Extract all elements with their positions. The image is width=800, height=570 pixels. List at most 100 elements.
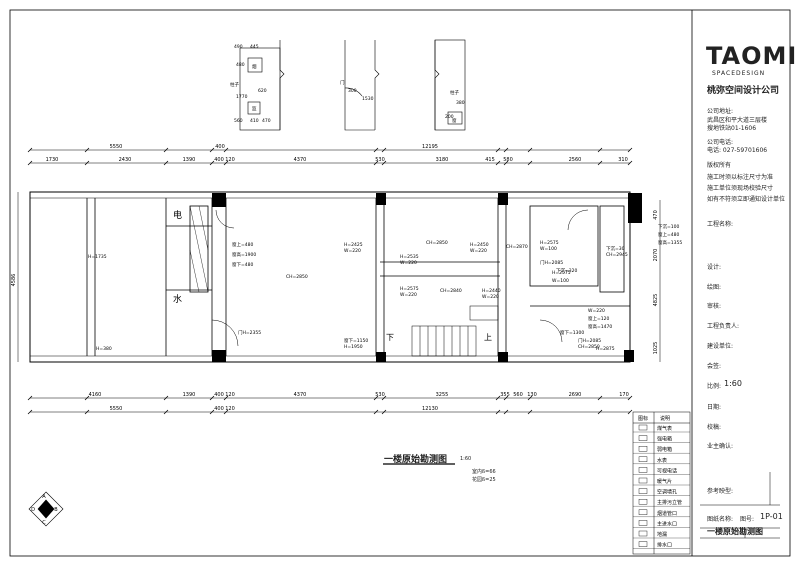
plan-annotation: 窗下=1300 [560, 329, 584, 336]
legend-item-label: 水表 [657, 457, 667, 464]
sign-field[interactable]: 会签: [707, 363, 722, 370]
detail-sketch-label: 1770 [236, 94, 248, 100]
proofread-field[interactable]: 校稿: [707, 424, 722, 431]
legend-symbol-icon [638, 520, 648, 526]
dimension-tick [223, 147, 229, 153]
detail-sketch-label: 200 [445, 114, 454, 120]
dimension-tick [163, 409, 169, 415]
top-detail-dimension-label: 3180 [436, 157, 449, 163]
detail-sketch-label: 窗 [452, 117, 457, 124]
dimension-tick [381, 395, 387, 401]
legend-symbol-icon [638, 467, 648, 473]
plan-annotation: H=2575 [540, 240, 559, 246]
plan-annotation: 下沉=30 [606, 245, 625, 252]
rights-line-2: 施工单位须现场校验尺寸 [707, 185, 774, 192]
legend-symbol-icon [638, 424, 648, 431]
plan-annotation: H=2875 [596, 346, 615, 352]
rights-line-1: 施工时须以标注尺寸为准 [707, 174, 774, 181]
plan-annotation: W=220 [400, 292, 417, 298]
dimension-tick [209, 147, 215, 153]
dimension-tick [503, 409, 509, 415]
plan-annotation: CH=2850 [426, 240, 448, 246]
legend-symbol-icon [638, 488, 648, 494]
top-detail-dimension-label: 4370 [294, 157, 307, 163]
structural-columns [212, 193, 642, 362]
dimension-tick [84, 395, 90, 401]
dimension-tick [495, 395, 501, 401]
plan-annotation: CH=2870 [506, 244, 528, 250]
detail-sketch-label: 300 [348, 88, 357, 94]
plan-annotation: H=2575 [552, 270, 571, 276]
dimension-tick [503, 395, 509, 401]
plan-annotation: 窗高=1470 [588, 323, 612, 330]
drawing-field[interactable]: 绘图: [707, 284, 722, 291]
top-detail-dimension-label: 400 [214, 157, 224, 163]
detail-sketch-right [434, 39, 466, 131]
rights-line-3: 如有不符须立即通知设计单位 [707, 196, 786, 203]
legend-item-label: 可视电话 [657, 467, 677, 474]
dimension-tick [209, 160, 215, 166]
dimension-tick [527, 160, 533, 166]
top-dimension-label: 5550 [110, 144, 123, 150]
design-field[interactable]: 设计: [707, 264, 722, 271]
bottom-detail-dimension-label: 1390 [183, 392, 196, 398]
date-field[interactable]: 日期: [707, 404, 722, 411]
manager-field[interactable]: 工程负责人: [707, 323, 740, 330]
builder-field[interactable]: 建设单位: [707, 343, 734, 350]
plan-annotation: W=220 [400, 260, 417, 266]
plan-annotation: W=220 [470, 248, 487, 254]
bottom-detail-dimension-label: 130 [527, 392, 537, 398]
detail-sketch-label: 480 [236, 62, 245, 68]
review-field[interactable]: 审核: [707, 303, 722, 310]
compass-letter: D [31, 507, 35, 513]
top-detail-dimension-label: 2430 [119, 157, 132, 163]
dimension-tick [503, 160, 509, 166]
plan-annotation: 窗上=120 [588, 315, 609, 322]
plan-annotation: CH=2840 [440, 288, 462, 294]
bottom-detail-dimension-label: 4160 [89, 392, 102, 398]
dimension-tick [495, 147, 501, 153]
room-label-electric: 电 [173, 209, 182, 221]
top-detail-dimension-label: 1730 [46, 157, 59, 163]
detail-sketch-label: 柱子 [230, 81, 239, 88]
dimension-tick [163, 395, 169, 401]
legend-item-label: 主进水口 [657, 520, 677, 527]
plan-annotation: 窗高=1900 [232, 251, 256, 258]
owner-confirm-field[interactable]: 业主确认: [707, 443, 734, 450]
plan-annotation: 窗高=1355 [658, 239, 682, 246]
detail-sketch-label: 470 [262, 118, 271, 124]
legend-item-label: 弱电箱 [657, 446, 672, 453]
top-detail-dimension-label: 120 [225, 157, 235, 163]
dimension-tick [627, 147, 633, 153]
room-label-water: 水 [173, 293, 182, 305]
legend-item-label: 烟道管口 [657, 510, 677, 517]
plan-annotation: H=1735 [88, 254, 107, 260]
detail-sketch-label: 烟 [252, 63, 257, 70]
address-label: 公司地址: [707, 108, 734, 115]
detail-sketch-label: 柱子 [450, 89, 459, 96]
plan-annotation: H=2535 [400, 254, 419, 260]
dimension-tick [27, 160, 33, 166]
detail-sketch-left [239, 40, 285, 131]
top-detail-dimension-label: 530 [375, 157, 385, 163]
plan-annotation: H=2440 [482, 288, 501, 294]
bottom-detail-dimension-label: 4370 [294, 392, 307, 398]
right-dimension-label: 4825 [653, 294, 659, 307]
company-logo: TAOMI [706, 42, 798, 70]
bottom-detail-dimension-label: 2690 [569, 392, 582, 398]
project-name-field[interactable]: 工程名称: [707, 221, 734, 228]
dimension-tick [84, 147, 90, 153]
rights-title: 版权所有 [707, 162, 732, 169]
dimension-tick [163, 147, 169, 153]
plan-annotation: 窗上=480 [232, 241, 253, 248]
plan-annotation: 窗下=480 [232, 261, 253, 268]
left-dimension-label: 4586 [11, 274, 17, 287]
dimension-tick [503, 147, 509, 153]
plan-title: 一楼原始勘测图 [384, 455, 448, 465]
dimension-tick [373, 395, 379, 401]
detail-sketch-label: 560 [234, 118, 243, 124]
address-line-1: 武昌区和平大道三层楼 [707, 117, 768, 124]
dimension-tick [627, 409, 633, 415]
plan-annotation: CH=2850 [286, 274, 308, 280]
legend-item-label: 煤气表 [657, 425, 672, 432]
